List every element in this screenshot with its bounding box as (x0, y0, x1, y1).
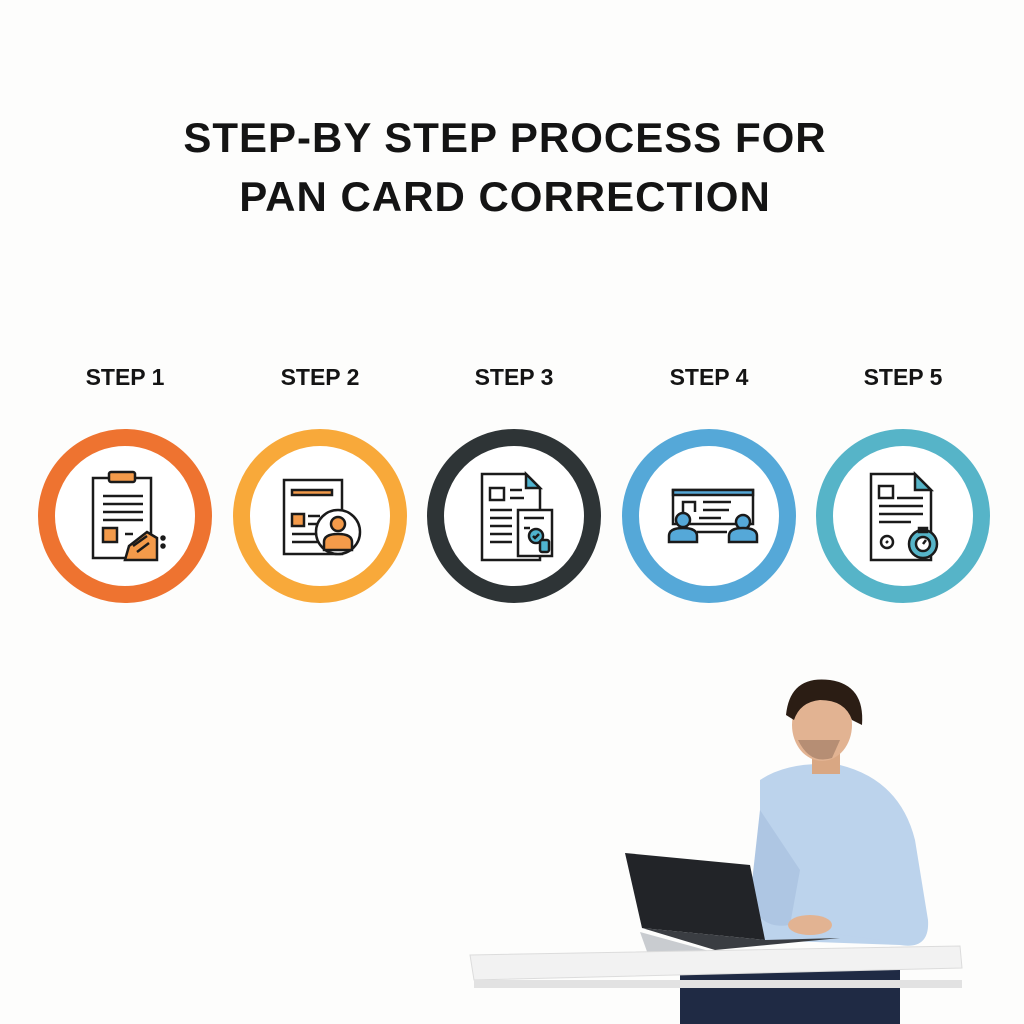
man-at-laptop-illustration (469, 679, 963, 1024)
meeting-board-icon (667, 488, 759, 544)
step-3-ring (427, 429, 601, 603)
step-5-ring (816, 429, 990, 603)
step-label: STEP 2 (280, 364, 360, 390)
step-label: STEP 1 (85, 364, 165, 390)
document-verify-icon (480, 470, 554, 562)
page-title-line-1: STEP-BY STEP PROCESS FOR (183, 114, 827, 161)
clipboard-edit-icon (91, 470, 166, 562)
page-title-line-2: PAN CARD CORRECTION (239, 173, 771, 220)
step-label: STEP 3 (474, 364, 554, 390)
document-timer-icon (869, 470, 939, 562)
step-label: STEP 4 (669, 364, 749, 390)
step-4-ring (622, 429, 796, 603)
step-1-ring (38, 429, 212, 603)
document-profile-icon (282, 478, 362, 556)
step-label: STEP 5 (863, 364, 943, 390)
step-2-ring (233, 429, 407, 603)
